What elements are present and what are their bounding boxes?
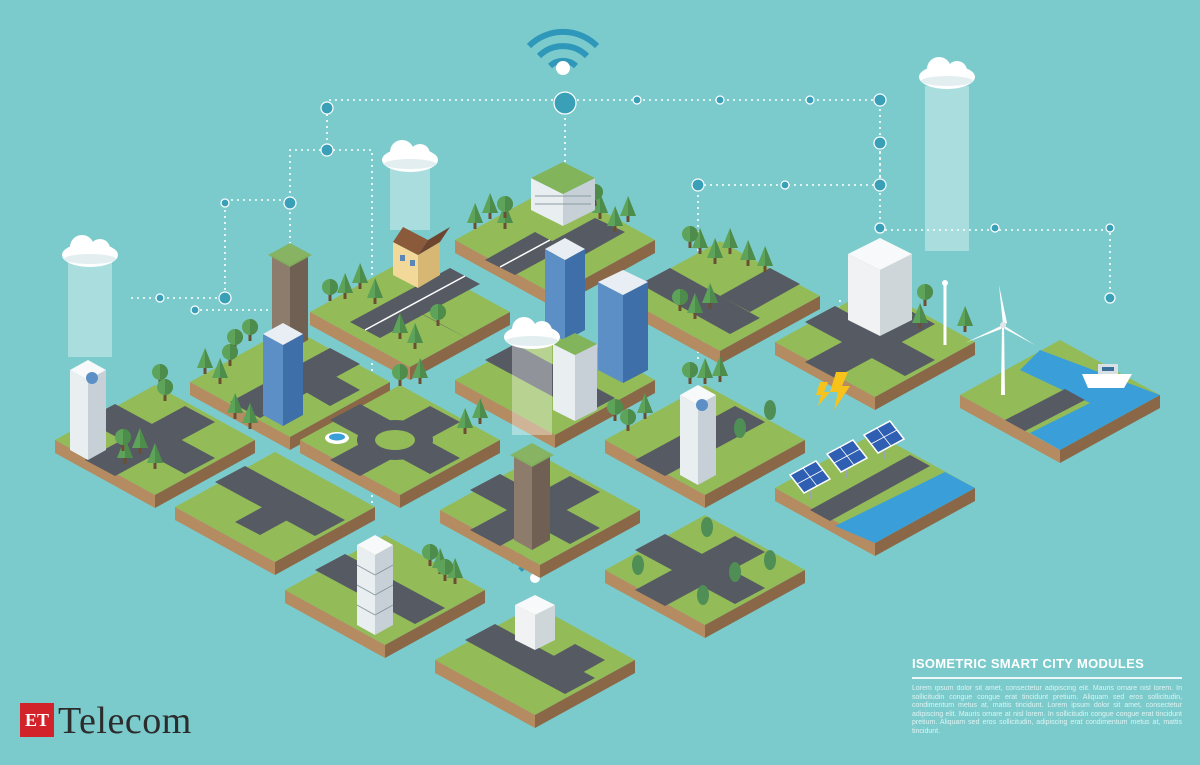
tower-brown-lower bbox=[510, 443, 554, 550]
cloud-icon-center bbox=[504, 317, 560, 435]
logo-name: Telecom bbox=[58, 700, 192, 742]
tower-white-center bbox=[553, 333, 597, 421]
et-telecom-logo: ET Telecom bbox=[20, 698, 192, 742]
building-bottom-small bbox=[515, 595, 555, 650]
lightning-icon bbox=[816, 372, 850, 410]
logo-badge: ET bbox=[20, 703, 54, 737]
cloud-icon-right bbox=[919, 57, 975, 251]
tower-blue-center bbox=[545, 238, 585, 341]
wind-turbine-icon bbox=[965, 285, 1035, 395]
fountain bbox=[325, 432, 349, 444]
boat-icon bbox=[1082, 364, 1132, 388]
tower-blue-center-right bbox=[598, 270, 648, 383]
network-nodes bbox=[155, 91, 1116, 346]
cloud-icon-left bbox=[62, 235, 118, 357]
house bbox=[393, 227, 450, 288]
building-right bbox=[848, 238, 912, 336]
caption-divider bbox=[912, 677, 1182, 679]
tower-white-left bbox=[70, 360, 106, 460]
tower-brown-left bbox=[268, 243, 312, 350]
caption-title: ISOMETRIC SMART CITY MODULES bbox=[912, 656, 1145, 671]
caption-body: Lorem ipsum dolor sit amet, consectetur … bbox=[912, 685, 1182, 735]
potted-shrubs bbox=[632, 400, 776, 605]
tower-white-stacked bbox=[356, 535, 394, 635]
tower-blue-left bbox=[263, 323, 303, 426]
tower-white-center-right bbox=[680, 385, 716, 485]
cloud-icon-center-left bbox=[382, 140, 438, 230]
caption-block: ISOMETRIC SMART CITY MODULES Lorem ipsum… bbox=[912, 656, 1182, 737]
wind-turbine-small bbox=[942, 280, 948, 345]
wifi-icon-top bbox=[526, 28, 600, 75]
building-top-center bbox=[531, 162, 595, 226]
